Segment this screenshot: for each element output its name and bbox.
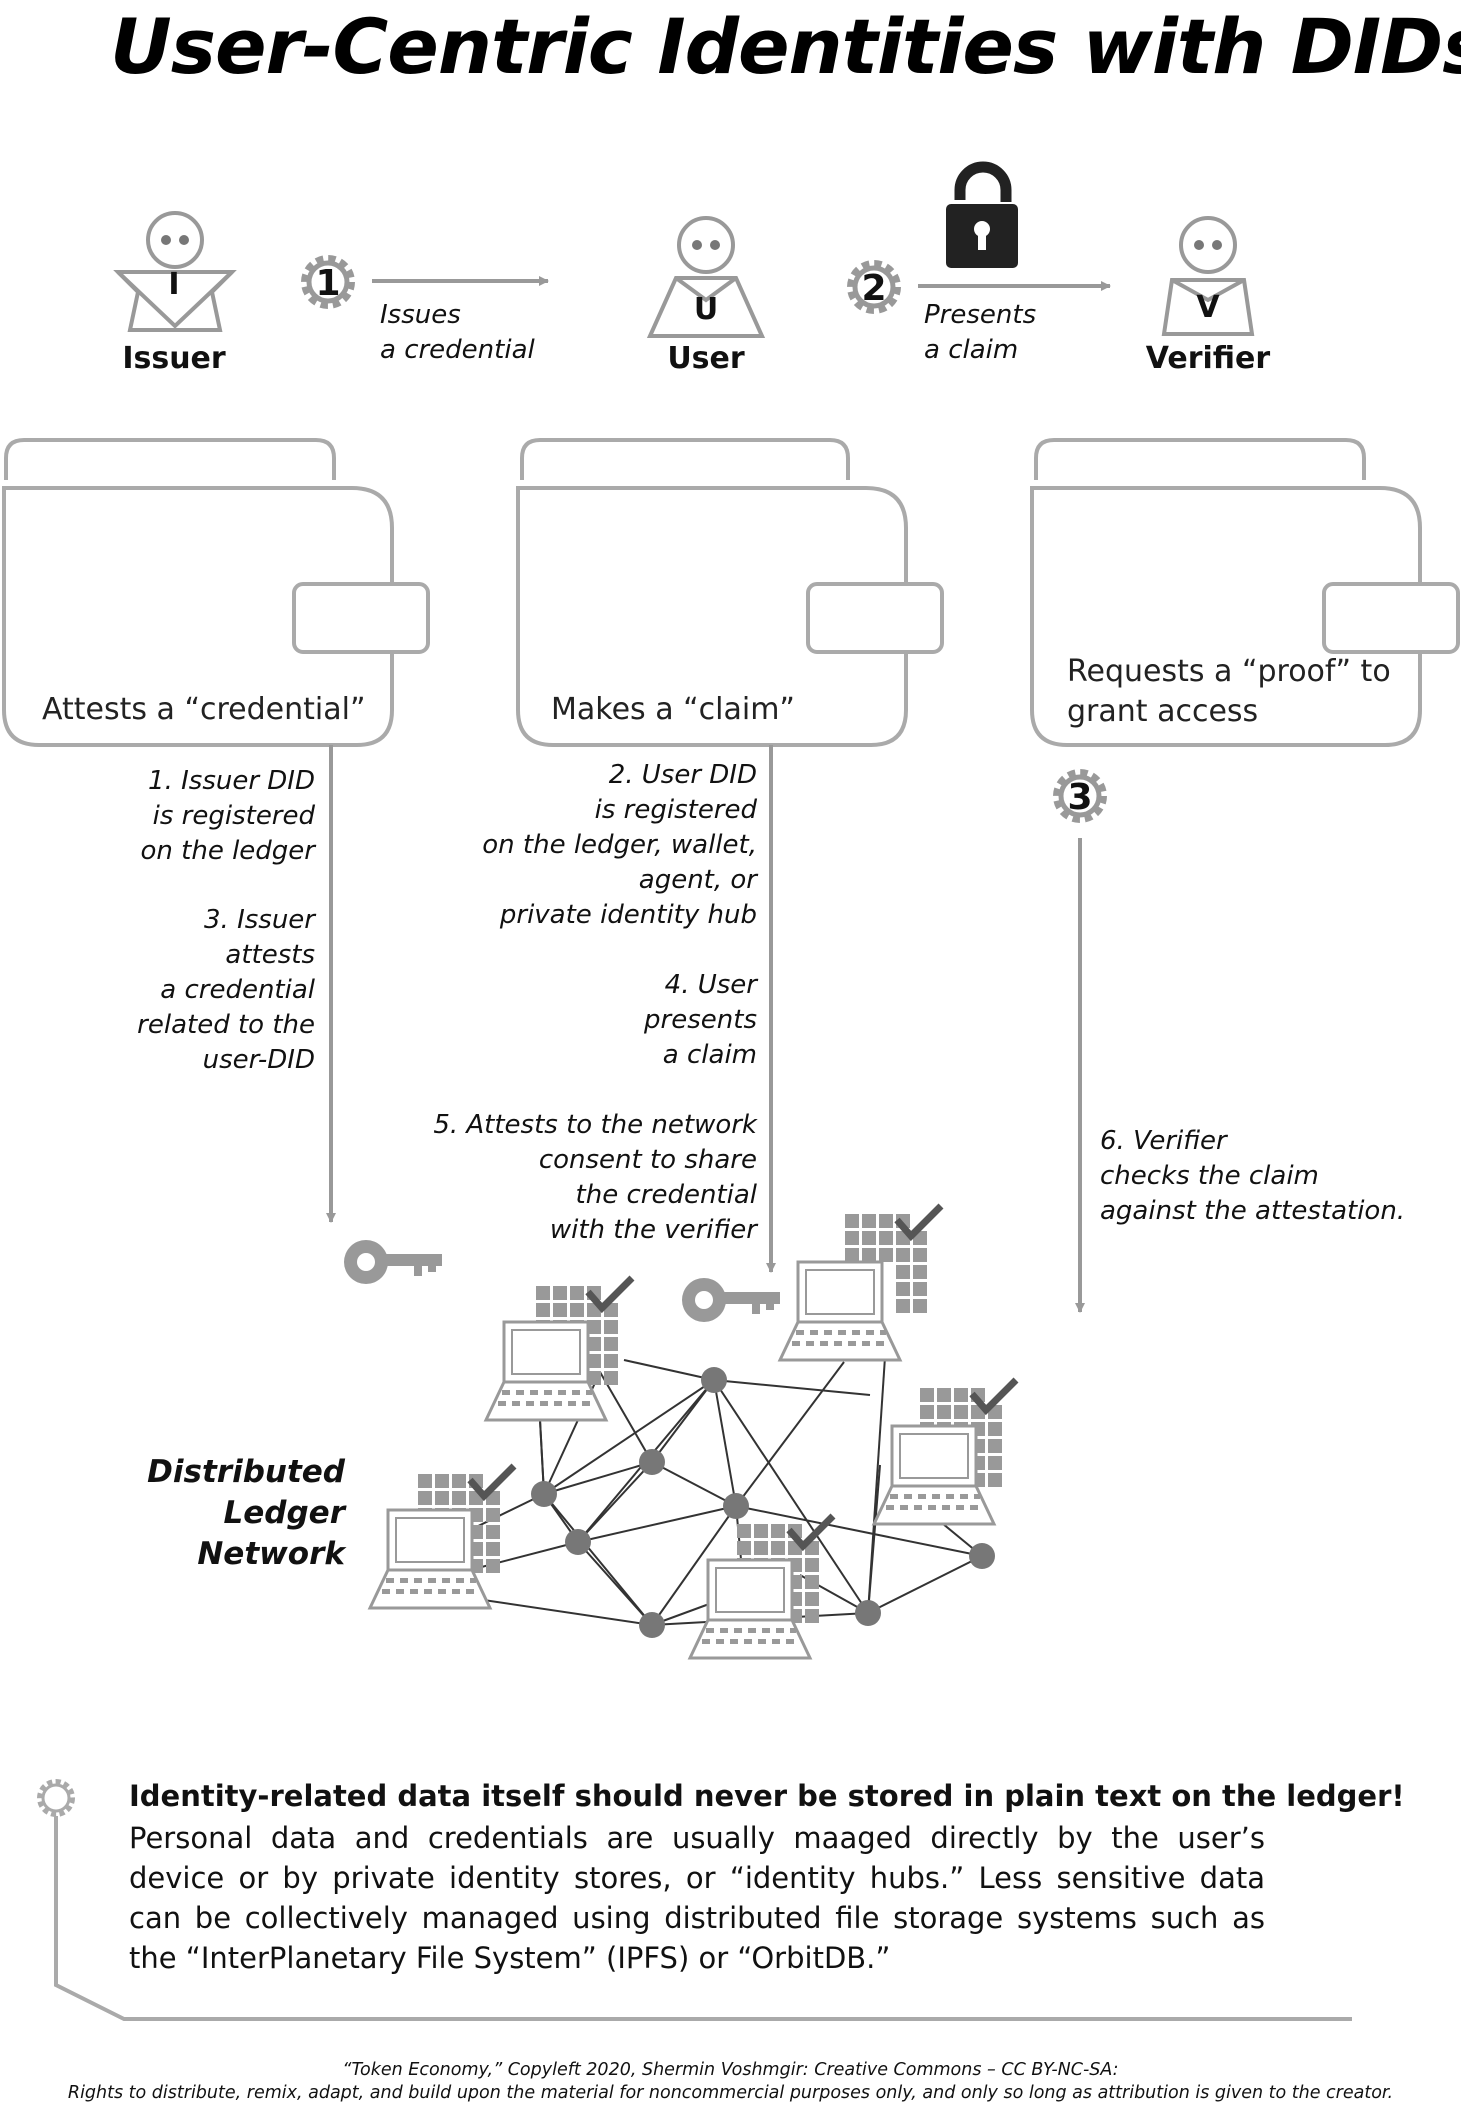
verifier-letter: V <box>1196 290 1220 325</box>
laptop-icon <box>368 1508 492 1610</box>
note-line: private identity hub <box>499 900 757 930</box>
user-person-icon <box>646 216 766 338</box>
note-line: is registered <box>594 795 757 825</box>
info-heading: Identity-related data itself should neve… <box>129 1779 1405 1813</box>
note-line: related to the <box>137 1010 315 1040</box>
step-2-caption-line: Presents <box>924 300 1037 330</box>
note-user-did: 2. User DID is registered on the ledger,… <box>482 758 757 933</box>
step-2-caption: Presents a claim <box>924 298 1036 368</box>
note-line: on the ledger <box>140 836 316 866</box>
user-wallet-text: Makes a “claim” <box>551 692 795 727</box>
laptop-icon <box>688 1558 812 1660</box>
footer-line: Rights to distribute, remix, adapt, and … <box>67 2083 1394 2103</box>
footer-credit: “Token Economy,” Copyleft 2020, Shermin … <box>0 2059 1461 2105</box>
note-line: with the verifier <box>549 1215 757 1245</box>
issuer-label: Issuer <box>122 341 226 376</box>
note-verifier-checks: 6. Verifier checks the claim against the… <box>1100 1124 1405 1229</box>
step-3-number: 3 <box>1067 777 1092 818</box>
note-attests-network: 5. Attests to the network consent to sha… <box>433 1108 757 1248</box>
network-label: Distributed Ledger Network <box>80 1452 345 1575</box>
laptop-icon <box>872 1424 996 1526</box>
note-issuer-attests: 3. Issuer attests a credential related t… <box>137 903 315 1078</box>
network-label-line: Ledger Network <box>197 1495 345 1572</box>
note-line: a credential <box>160 975 315 1005</box>
note-line: on the ledger, wallet, <box>482 830 757 860</box>
laptop-icon <box>778 1260 902 1362</box>
user-label: User <box>667 341 745 376</box>
verifier-wallet-text-line: grant access <box>1067 694 1259 729</box>
note-line: 5. Attests to the network <box>433 1110 757 1140</box>
note-line: consent to share <box>538 1145 757 1175</box>
note-line: 6. Verifier <box>1100 1126 1227 1156</box>
network-nodes <box>531 1367 995 1638</box>
note-line: the credential <box>575 1180 757 1210</box>
issuer-letter: I <box>168 267 180 302</box>
verifier-wallet-icon <box>1030 438 1460 747</box>
note-line: 2. User DID <box>608 760 757 790</box>
note-line: checks the claim <box>1100 1161 1319 1191</box>
note-line: user-DID <box>202 1045 315 1075</box>
issuer-person-icon <box>113 211 237 332</box>
user-key-icon <box>682 1278 780 1322</box>
note-line: attests <box>225 940 315 970</box>
footer-line: “Token Economy,” Copyleft 2020, Shermin … <box>342 2060 1119 2080</box>
note-line: 3. Issuer <box>204 905 315 935</box>
step-1-caption-line: Issues <box>380 300 461 330</box>
info-gear-icon <box>37 1779 75 1817</box>
verifier-wallet-text: Requests a “proof” to grant access <box>1067 652 1391 732</box>
note-line: against the attestation. <box>1100 1196 1406 1226</box>
issuer-wallet-text: Attests a “credential” <box>42 692 366 727</box>
note-issuer-did: 1. Issuer DID is registered on the ledge… <box>141 764 316 869</box>
note-line: presents <box>644 1005 757 1035</box>
info-body: Personal data and credentials are usuall… <box>129 1821 1265 1975</box>
note-line: a claim <box>662 1040 757 1070</box>
issuer-key-icon <box>344 1240 442 1284</box>
laptop-icon <box>484 1320 608 1422</box>
issuer-wallet-icon <box>2 438 430 747</box>
note-line: agent, or <box>638 865 757 895</box>
lock-icon <box>946 161 1018 268</box>
verifier-wallet-text-line: Requests a “proof” to <box>1067 654 1391 689</box>
step-1-number: 1 <box>315 263 340 304</box>
note-line: is registered <box>152 801 315 831</box>
step-2-number: 2 <box>861 268 886 309</box>
verifier-label: Verifier <box>1145 341 1271 376</box>
user-letter: U <box>693 292 719 327</box>
verifier-person-icon <box>1161 216 1255 336</box>
page-title: User-Centric Identities with DIDs <box>110 2 1461 91</box>
note-user-presents: 4. User presents a claim <box>644 968 757 1073</box>
info-frame-line <box>54 1816 1352 2021</box>
network-label-line: Distributed <box>147 1454 345 1490</box>
user-wallet-icon <box>516 438 944 747</box>
note-line: 4. User <box>664 970 757 1000</box>
step-1-caption: Issues a credential <box>380 298 535 368</box>
step-2-caption-line: a claim <box>924 335 1019 365</box>
step-1-caption-line: a credential <box>380 335 535 365</box>
note-line: 1. Issuer DID <box>148 766 315 796</box>
